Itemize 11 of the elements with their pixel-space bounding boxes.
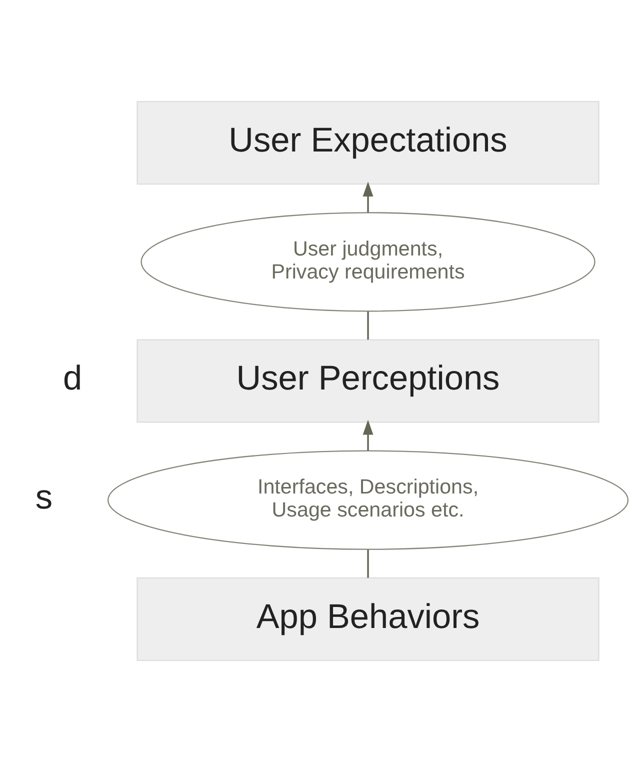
connector <box>367 310 369 340</box>
node-box: User Perceptions <box>136 338 600 422</box>
node-ellipse: User judgments, Privacy requirements <box>140 212 596 312</box>
connector <box>367 549 369 578</box>
arrow <box>362 419 374 450</box>
node-box: App Behaviors <box>136 576 600 660</box>
arrow <box>362 181 374 212</box>
label: d <box>63 359 82 398</box>
node-ellipse: Interfaces, Descriptions, Usage scenarios etc. <box>108 450 629 550</box>
node-box: User Expectations <box>136 100 600 184</box>
label: s <box>35 478 53 516</box>
